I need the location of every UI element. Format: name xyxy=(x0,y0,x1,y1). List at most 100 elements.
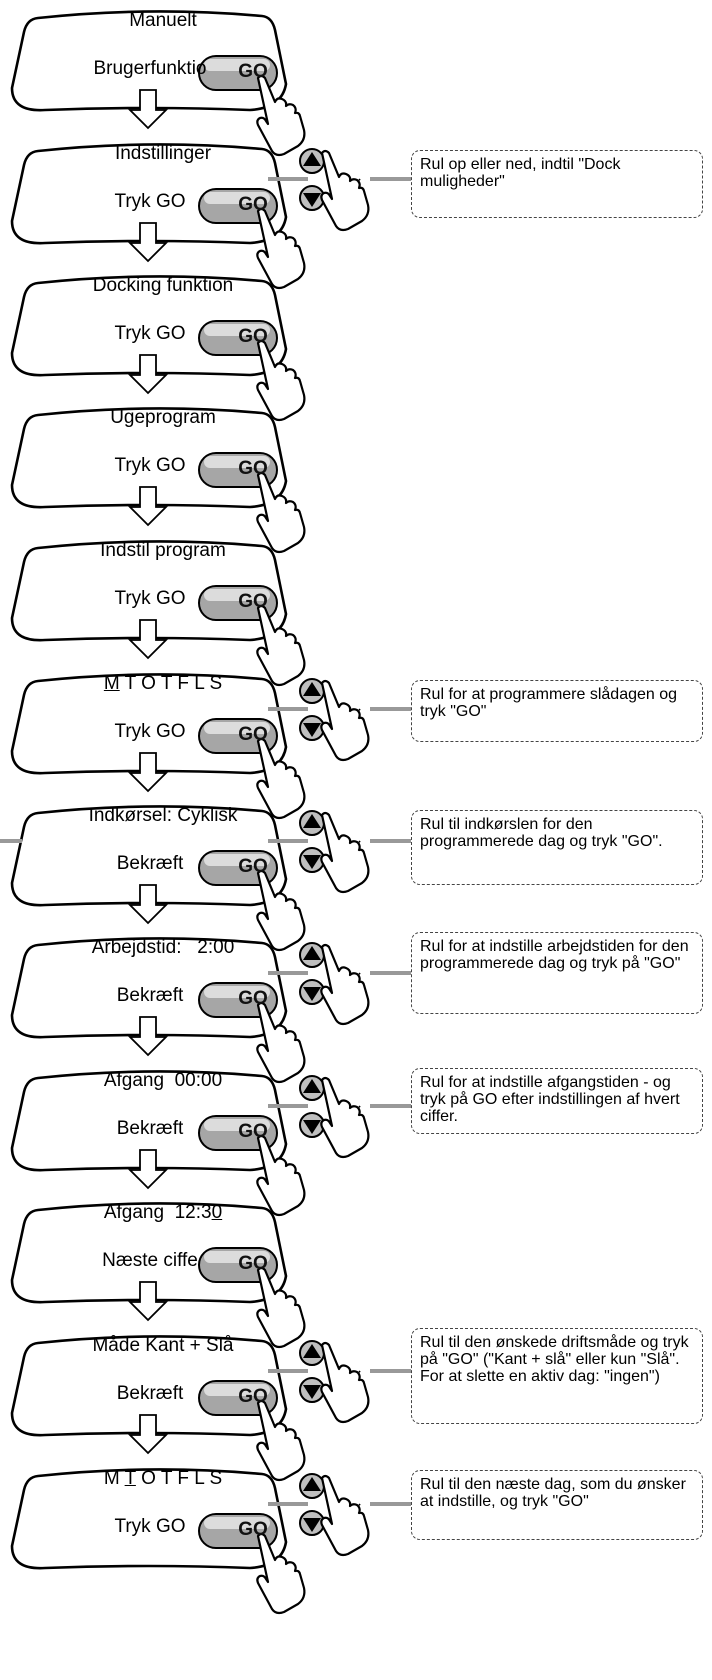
connector-bar xyxy=(268,707,308,711)
instruction-note: Rul for at indstille arbejdstiden for de… xyxy=(411,932,703,1014)
up-triangle-icon xyxy=(303,152,321,166)
up-triangle-icon xyxy=(303,1477,321,1491)
up-triangle-icon xyxy=(303,814,321,828)
go-button[interactable]: GO xyxy=(238,1253,268,1274)
flow-down-arrow xyxy=(127,884,169,925)
screen-line-1: Indstillinger xyxy=(114,143,212,164)
go-button[interactable]: GO xyxy=(238,1121,268,1142)
note-connector xyxy=(370,707,412,711)
screen-line-2: Tryk GO xyxy=(114,455,186,476)
connector-bar xyxy=(268,971,308,975)
go-button-highlight xyxy=(204,1384,270,1396)
flow-down-arrow xyxy=(127,486,169,527)
line1-suffix: T O T F L S xyxy=(119,673,223,694)
go-button[interactable]: GO xyxy=(238,724,268,745)
instruction-note: Rul for at programmere slådagen og tryk … xyxy=(411,680,703,742)
go-button-highlight xyxy=(204,986,270,998)
note-connector xyxy=(370,1502,412,1506)
hand-scroll-icon xyxy=(320,943,370,1026)
screen-line-1: Manuelt xyxy=(129,10,197,31)
screen-line-1: M T O T F L S xyxy=(28,1468,298,1490)
screen-line-2: Bekræft xyxy=(116,1383,184,1404)
go-button-highlight xyxy=(204,1251,270,1263)
hand-press-icon xyxy=(256,1134,306,1217)
down-triangle-icon xyxy=(303,855,321,869)
line1-cursor-char: M xyxy=(103,673,120,694)
flow-down-arrow xyxy=(127,752,169,793)
hand-press-icon xyxy=(256,869,306,952)
note-connector xyxy=(370,1104,412,1108)
screen-line-1: Indstil program xyxy=(100,540,226,561)
hand-scroll-icon xyxy=(320,1474,370,1557)
connector-bar xyxy=(268,839,308,843)
screen-line-2: Bekræft xyxy=(116,985,184,1006)
screen-line-2: Tryk GO xyxy=(114,323,186,344)
go-button[interactable]: GO xyxy=(238,326,268,347)
flow-down-arrow xyxy=(127,1016,169,1057)
flow-down-arrow xyxy=(127,1281,169,1322)
screen-line-2: Brugerfunktio xyxy=(93,58,207,79)
note-connector xyxy=(370,971,412,975)
screen-line-1: Måde Kant + Slå xyxy=(92,1335,234,1356)
up-triangle-icon xyxy=(303,1344,321,1358)
screen-line-1: Docking funktion xyxy=(92,275,234,296)
go-button[interactable]: GO xyxy=(238,194,268,215)
flow-down-arrow xyxy=(127,1149,169,1190)
hand-press-icon xyxy=(256,1266,306,1349)
down-triangle-icon xyxy=(303,1518,321,1532)
flow-down-arrow xyxy=(127,354,169,395)
line1-prefix: Afgang 12:3 xyxy=(103,1202,212,1223)
flow-down-arrow xyxy=(127,222,169,263)
screen-line-1: Indkørsel: Cyklisk xyxy=(88,805,238,826)
go-button[interactable]: GO xyxy=(238,988,268,1009)
connector-bar xyxy=(268,177,308,181)
line1-prefix: M xyxy=(103,1468,125,1489)
flow-down-arrow xyxy=(127,89,169,130)
down-triangle-icon xyxy=(303,193,321,207)
hand-press-icon xyxy=(256,1532,306,1615)
screen-line-1: Arbejdstid: 2:00 xyxy=(91,937,235,958)
line1-cursor-char: 0 xyxy=(211,1202,223,1223)
go-button[interactable]: GO xyxy=(238,591,268,612)
screen-line-1: Afgang 00:00 xyxy=(103,1070,223,1091)
go-button-highlight xyxy=(204,59,270,71)
instruction-note: Rul til den næste dag, som du ønsker at … xyxy=(411,1470,703,1540)
go-button-highlight xyxy=(204,722,270,734)
screen-line-2: Tryk GO xyxy=(114,588,186,609)
up-triangle-icon xyxy=(303,946,321,960)
go-button[interactable]: GO xyxy=(238,1519,268,1540)
line1-cursor-char: T xyxy=(124,1468,136,1489)
go-button-highlight xyxy=(204,1119,270,1131)
screen-line-2: Bekræft xyxy=(116,853,184,874)
note-connector xyxy=(370,177,412,181)
go-button[interactable]: GO xyxy=(238,1386,268,1407)
screen-line-2: Bekræft xyxy=(116,1118,184,1139)
go-button-highlight xyxy=(204,192,270,204)
go-button-highlight xyxy=(204,1517,270,1529)
connector-bar xyxy=(268,1502,308,1506)
hand-scroll-icon xyxy=(320,1076,370,1159)
instruction-note: Rul til den ønskede driftsmåde og tryk p… xyxy=(411,1328,703,1424)
connector-bar xyxy=(268,1369,308,1373)
screen-line-2: Tryk GO xyxy=(114,191,186,212)
hand-scroll-icon xyxy=(320,1341,370,1424)
hand-press-icon xyxy=(256,207,306,290)
line1-suffix: O T F L S xyxy=(135,1468,223,1489)
note-connector xyxy=(370,1369,412,1373)
go-button[interactable]: GO xyxy=(238,856,268,877)
hand-scroll-icon xyxy=(320,811,370,894)
hand-press-icon xyxy=(256,471,306,554)
screen-line-1: Ugeprogram xyxy=(110,407,216,428)
go-button[interactable]: GO xyxy=(238,458,268,479)
up-triangle-icon xyxy=(303,682,321,696)
left-connector xyxy=(0,839,22,843)
go-button[interactable]: GO xyxy=(238,61,268,82)
